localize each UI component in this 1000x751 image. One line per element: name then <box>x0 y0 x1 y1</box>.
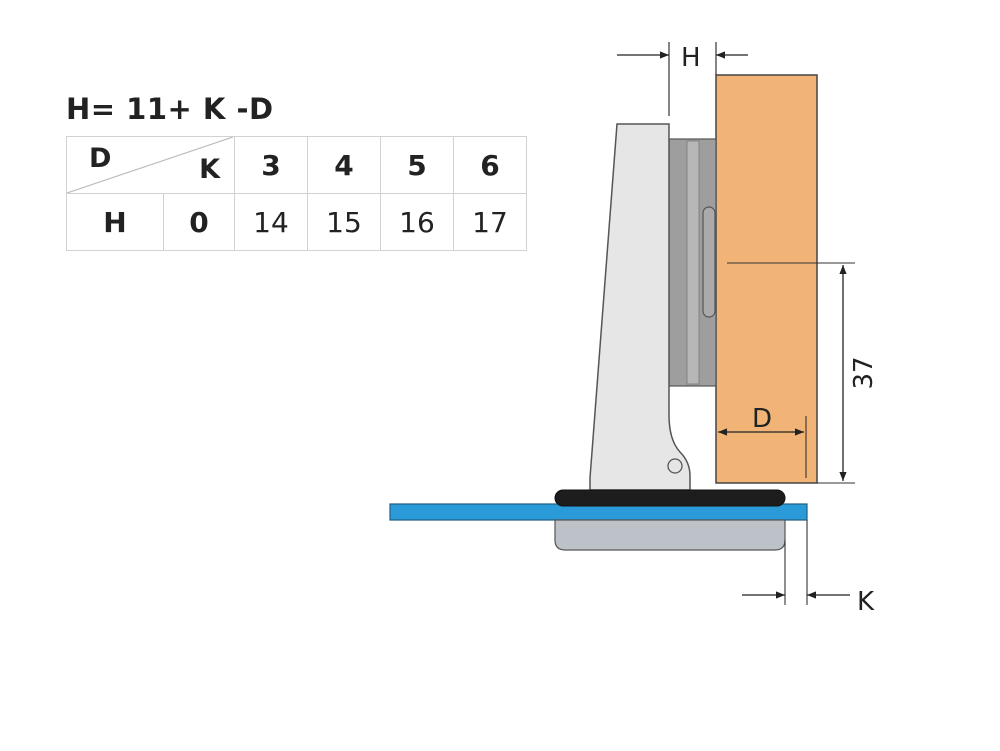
header-cell: 5 <box>380 136 454 194</box>
corner-col-label: K <box>199 154 220 185</box>
row-label-cell: H <box>66 193 164 251</box>
value-cell: 16 <box>380 193 454 251</box>
row-first-value-cell: 0 <box>163 193 235 251</box>
spec-table: D K 3 4 5 6 H 0 14 15 16 17 <box>66 136 527 251</box>
hinge-pivot <box>667 458 683 474</box>
table-header-row: D K 3 4 5 6 <box>66 136 527 194</box>
header-cell: 6 <box>453 136 527 194</box>
table-row: H 0 14 15 16 17 <box>66 193 527 251</box>
mounting-slot <box>702 206 716 318</box>
cabinet-panel <box>715 74 818 484</box>
k-dimension-label: K <box>857 587 875 617</box>
value-cell: 15 <box>307 193 381 251</box>
value-cell: 17 <box>453 193 527 251</box>
clamp-bottom-pad <box>554 519 786 551</box>
value-cell: 14 <box>234 193 308 251</box>
table-corner-cell: D K <box>66 136 235 194</box>
h-dimension-label: H <box>681 43 701 73</box>
hinge-arm <box>589 123 691 491</box>
corner-diagonal <box>67 137 233 193</box>
clamp-top-pad <box>554 489 786 507</box>
mounting-plate-inner <box>686 140 700 385</box>
depth-dimension-label: 37 <box>849 356 879 389</box>
formula-title: H= 11+ K -D <box>66 92 274 126</box>
corner-row-label: D <box>89 143 112 174</box>
d-dimension-label: D <box>752 404 772 434</box>
